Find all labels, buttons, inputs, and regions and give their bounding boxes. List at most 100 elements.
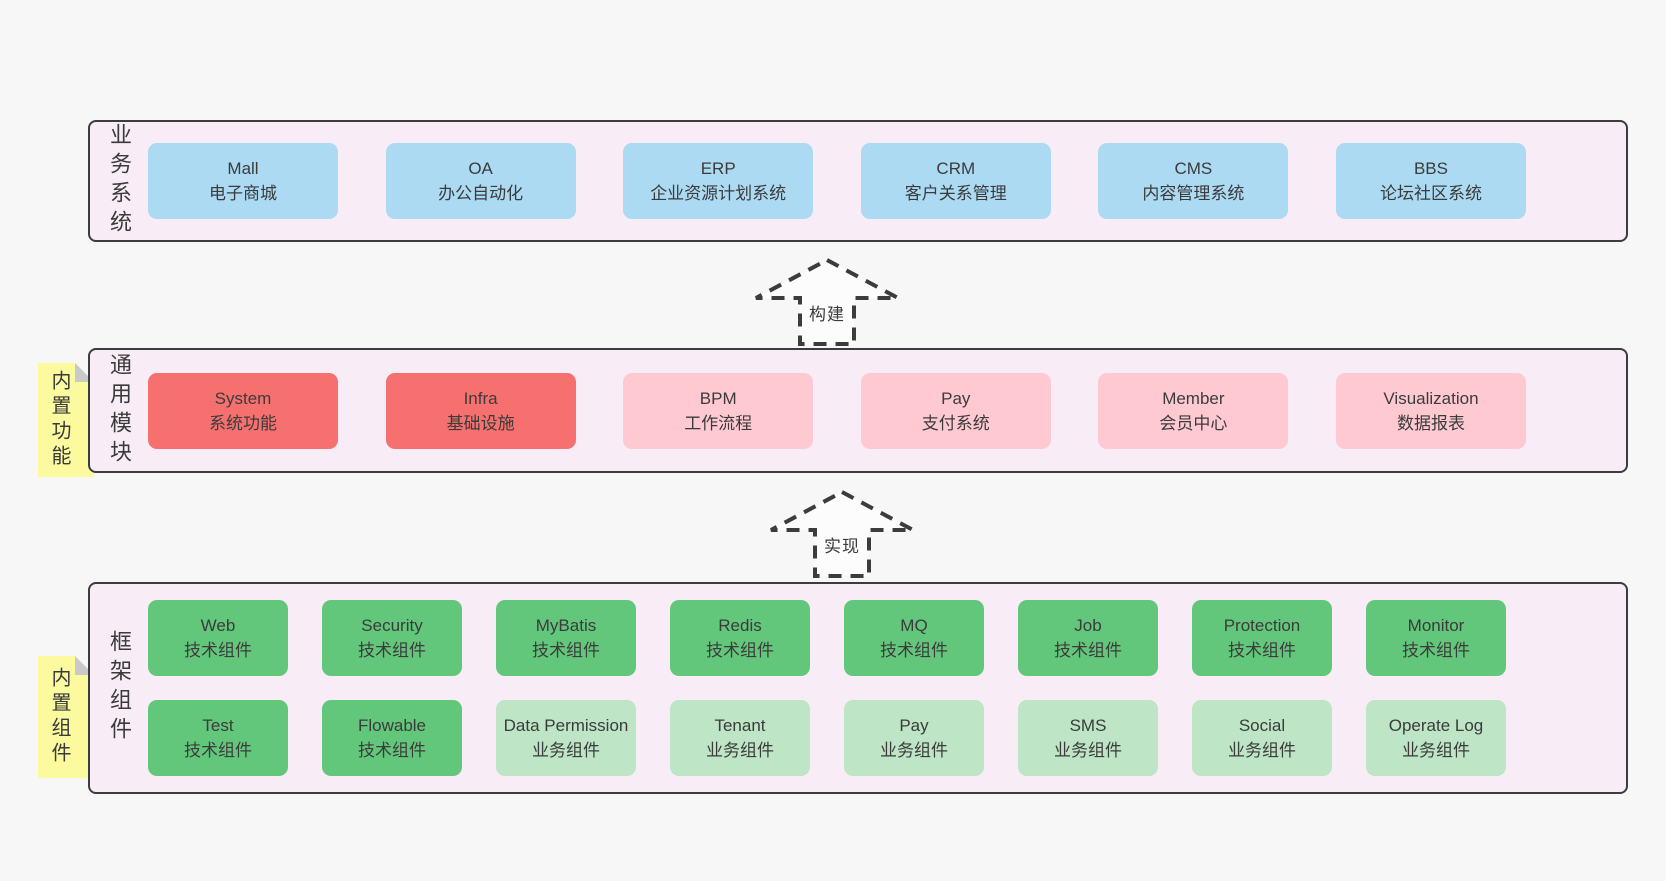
box-title: Flowable: [357, 716, 427, 735]
box-subtitle: 内容管理系统: [1142, 184, 1245, 203]
box-subtitle: 工作流程: [684, 413, 753, 433]
box-subtitle: 数据报表: [1396, 413, 1465, 433]
box-title: SMS: [1069, 716, 1107, 735]
band-framework-components: 框架组件 Web 技术组件 Security 技术组件 MyBatis 技术组件…: [88, 582, 1628, 794]
box-bbs: BBS 论坛社区系统: [1335, 143, 1526, 219]
box-tenant: Tenant 业务组件: [670, 700, 810, 776]
sticky-note-builtin-components-label: 内置组件: [48, 667, 70, 767]
box-title: BBS: [1413, 159, 1448, 178]
box-subtitle: 业务组件: [1054, 741, 1122, 760]
build-arrow-label: 构建: [809, 305, 845, 324]
band-common-modules-content: System 系统功能 Infra 基础设施 BPM 工作流程 Pay 支付系统…: [148, 350, 1526, 471]
box-data-permission: Data Permission 业务组件: [496, 700, 636, 776]
box-subtitle: 业务组件: [532, 741, 600, 760]
box-subtitle: 技术组件: [184, 641, 252, 660]
box-title: CMS: [1174, 159, 1213, 178]
box-title: MyBatis: [535, 616, 597, 635]
box-title: Test: [202, 716, 234, 735]
box-title: Mall: [227, 159, 259, 178]
box-title: ERP: [700, 159, 736, 178]
band-business-systems-title-text: 业务系统: [107, 123, 132, 239]
box-subtitle: 系统功能: [209, 413, 277, 433]
box-test: Test 技术组件: [148, 700, 288, 776]
box-subtitle: 办公自动化: [438, 184, 524, 203]
box-title: Pay: [899, 716, 929, 735]
box-operate-log: Operate Log 业务组件: [1366, 700, 1506, 776]
box-subtitle: 业务组件: [1228, 741, 1296, 760]
box-subtitle: 技术组件: [358, 741, 426, 760]
box-subtitle: 技术组件: [1054, 641, 1122, 660]
sticky-note-builtin-features-label: 内置功能: [48, 370, 70, 470]
box-title: Security: [361, 616, 423, 635]
implement-arrow: 实现: [767, 488, 917, 580]
box-title: Protection: [1223, 616, 1301, 635]
box-title: Data Permission: [503, 716, 629, 735]
box-erp: ERP 企业资源计划系统: [623, 143, 814, 219]
box-title: Tenant: [714, 716, 766, 735]
box-subtitle: 技术组件: [1228, 641, 1296, 660]
box-pay-biz: Pay 业务组件: [844, 700, 984, 776]
box-mall: Mall 电子商城: [148, 143, 338, 219]
box-visualization: Visualization 数据报表: [1335, 372, 1526, 449]
box-web: Web 技术组件: [148, 600, 288, 676]
band-common-modules-title: 通用模块: [90, 350, 148, 471]
box-title: Visualization: [1383, 388, 1479, 408]
band-business-systems-content: Mall 电子商城 OA 办公自动化 ERP 企业资源计划系统 CRM 客户关系…: [148, 122, 1526, 240]
box-member: Member 会员中心: [1098, 372, 1289, 449]
box-subtitle: 基础设施: [446, 413, 515, 433]
box-security: Security 技术组件: [322, 600, 462, 676]
box-sms: SMS 业务组件: [1018, 700, 1158, 776]
band-framework-components-content: Web 技术组件 Security 技术组件 MyBatis 技术组件 Redi…: [148, 584, 1506, 792]
box-title: Infra: [463, 388, 498, 408]
box-title: Redis: [718, 616, 762, 635]
box-title: OA: [468, 159, 493, 178]
box-redis: Redis 技术组件: [670, 600, 810, 676]
box-title: Member: [1162, 388, 1225, 408]
box-subtitle: 业务组件: [1402, 741, 1470, 760]
box-job: Job 技术组件: [1018, 600, 1158, 676]
box-subtitle: 会员中心: [1159, 413, 1228, 433]
box-subtitle: 支付系统: [921, 413, 990, 433]
up-arrow-icon: [755, 257, 899, 346]
box-subtitle: 电子商城: [209, 184, 277, 203]
box-subtitle: 技术组件: [1402, 641, 1470, 660]
band-common-modules-title-text: 通用模块: [107, 352, 132, 469]
box-infra: Infra 基础设施: [385, 372, 576, 449]
box-bpm: BPM 工作流程: [623, 372, 814, 449]
box-subtitle: 客户关系管理: [904, 184, 1007, 203]
box-subtitle: 技术组件: [184, 741, 252, 760]
box-subtitle: 业务组件: [706, 741, 774, 760]
box-mq: MQ 技术组件: [844, 600, 984, 676]
box-crm: CRM 客户关系管理: [860, 143, 1051, 219]
band-business-systems-title: 业务系统: [90, 122, 148, 240]
box-social: Social 业务组件: [1192, 700, 1332, 776]
box-title: Monitor: [1407, 616, 1465, 635]
box-mybatis: MyBatis 技术组件: [496, 600, 636, 676]
box-protection: Protection 技术组件: [1192, 600, 1332, 676]
sticky-note-builtin-components: 内置组件: [38, 656, 94, 778]
box-flowable: Flowable 技术组件: [322, 700, 462, 776]
box-title: Operate Log: [1388, 716, 1484, 735]
box-title: Pay: [941, 388, 971, 408]
box-oa: OA 办公自动化: [385, 143, 576, 219]
box-subtitle: 技术组件: [880, 641, 948, 660]
box-title: Web: [200, 616, 236, 635]
box-title: BPM: [699, 388, 737, 408]
up-arrow-icon: [770, 489, 914, 578]
box-title: System: [214, 388, 272, 408]
box-subtitle: 技术组件: [532, 641, 600, 660]
box-system: System 系统功能: [148, 372, 338, 449]
box-subtitle: 技术组件: [358, 641, 426, 660]
box-subtitle: 论坛社区系统: [1379, 184, 1482, 203]
band-business-systems: 业务系统 Mall 电子商城 OA 办公自动化 ERP 企业资源计划系统 CRM…: [88, 120, 1628, 242]
band-framework-components-title: 框架组件: [90, 584, 148, 792]
box-title: Job: [1074, 616, 1102, 635]
box-title: Social: [1238, 716, 1286, 735]
implement-arrow-label: 实现: [824, 537, 860, 556]
box-subtitle: 技术组件: [706, 641, 774, 660]
sticky-note-builtin-features: 内置功能: [38, 363, 94, 477]
box-subtitle: 企业资源计划系统: [650, 184, 787, 203]
build-arrow: 构建: [752, 256, 902, 348]
box-pay: Pay 支付系统: [860, 372, 1051, 449]
